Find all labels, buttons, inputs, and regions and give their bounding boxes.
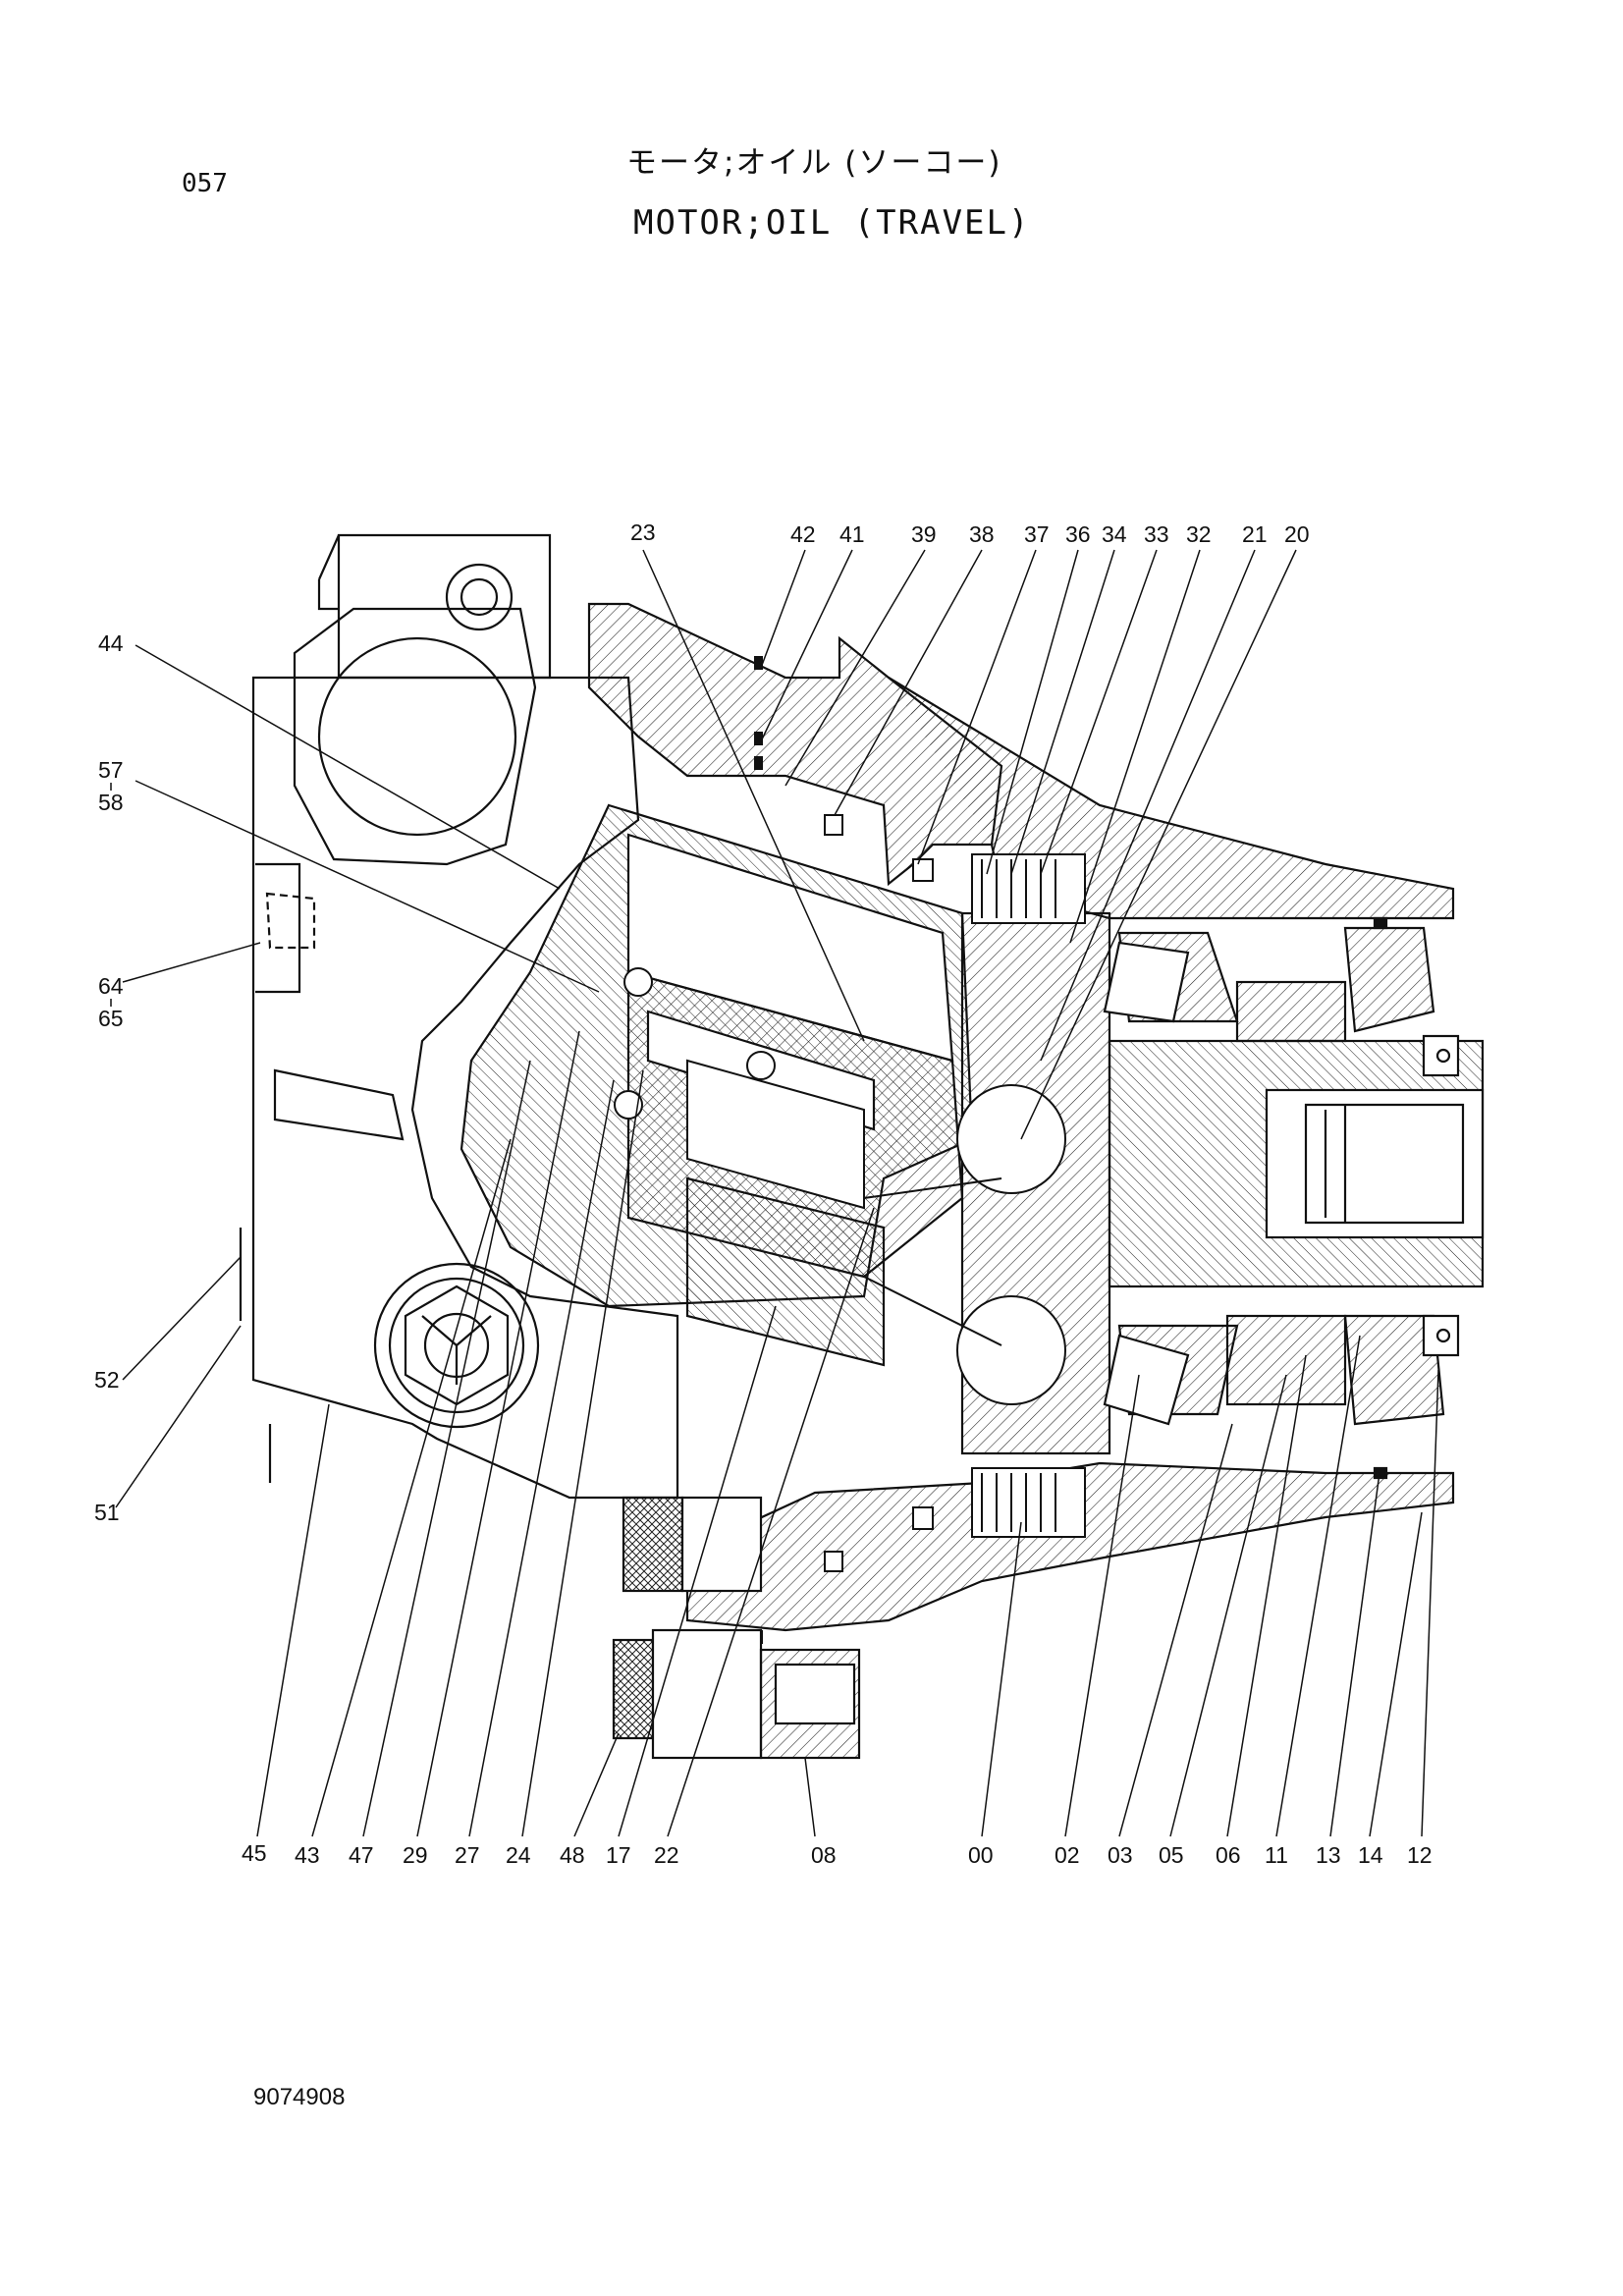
callout-44: 44 bbox=[98, 630, 124, 656]
callout-22: 22 bbox=[654, 1842, 679, 1868]
callout-23: 23 bbox=[630, 519, 656, 545]
callout-38: 38 bbox=[969, 521, 995, 547]
callout-45: 45 bbox=[242, 1840, 267, 1866]
callout-57: 57 bbox=[98, 757, 124, 783]
leader-lines bbox=[115, 549, 1439, 1837]
callout-65: 65 bbox=[98, 1006, 124, 1031]
callout-39: 39 bbox=[911, 521, 937, 547]
callout-52: 52 bbox=[94, 1367, 120, 1393]
callout-03: 03 bbox=[1108, 1842, 1133, 1868]
callout-00: 00 bbox=[968, 1842, 994, 1868]
callout-02: 02 bbox=[1055, 1842, 1080, 1868]
title-japanese: モータ;オイル (ソーコー) bbox=[626, 145, 1002, 181]
callout-08: 08 bbox=[811, 1842, 837, 1868]
brake-disc-stack bbox=[824, 814, 1086, 1572]
callout-labels-left: 44 57 58 64 65 52 51 bbox=[94, 630, 124, 1525]
callout-47: 47 bbox=[349, 1842, 374, 1868]
callout-27: 27 bbox=[455, 1842, 480, 1868]
page-number: 057 bbox=[182, 169, 228, 198]
callout-34: 34 bbox=[1102, 521, 1127, 547]
callout-17: 17 bbox=[606, 1842, 631, 1868]
drawing-number: 9074908 bbox=[253, 2084, 346, 2110]
bottom-fittings bbox=[612, 1496, 861, 1760]
callout-48: 48 bbox=[560, 1842, 585, 1868]
callout-11: 11 bbox=[1265, 1842, 1288, 1868]
callout-64: 64 bbox=[98, 973, 124, 999]
callout-06: 06 bbox=[1216, 1842, 1241, 1868]
callout-13: 13 bbox=[1316, 1842, 1341, 1868]
callout-labels-top: 23 42 41 39 38 37 36 34 33 32 21 20 bbox=[630, 519, 1310, 547]
callout-51: 51 bbox=[94, 1500, 120, 1525]
callout-12: 12 bbox=[1407, 1842, 1433, 1868]
callout-43: 43 bbox=[295, 1842, 320, 1868]
callout-labels-bottom: 45 43 47 29 27 24 48 17 22 08 00 02 03 0… bbox=[242, 1840, 1433, 1868]
callout-24: 24 bbox=[506, 1842, 531, 1868]
callout-20: 20 bbox=[1284, 521, 1310, 547]
title-english: MOTOR;OIL (TRAVEL) bbox=[633, 203, 1031, 243]
callout-37: 37 bbox=[1024, 521, 1050, 547]
piston-and-ball-joints bbox=[614, 967, 1066, 1405]
callout-41: 41 bbox=[839, 521, 865, 547]
callout-21: 21 bbox=[1242, 521, 1268, 547]
callout-32: 32 bbox=[1186, 521, 1212, 547]
callout-42: 42 bbox=[790, 521, 816, 547]
callout-14: 14 bbox=[1358, 1842, 1383, 1868]
callout-58: 58 bbox=[98, 790, 124, 815]
callout-33: 33 bbox=[1144, 521, 1169, 547]
callout-05: 05 bbox=[1159, 1842, 1184, 1868]
callout-29: 29 bbox=[403, 1842, 428, 1868]
callout-36: 36 bbox=[1065, 521, 1091, 547]
